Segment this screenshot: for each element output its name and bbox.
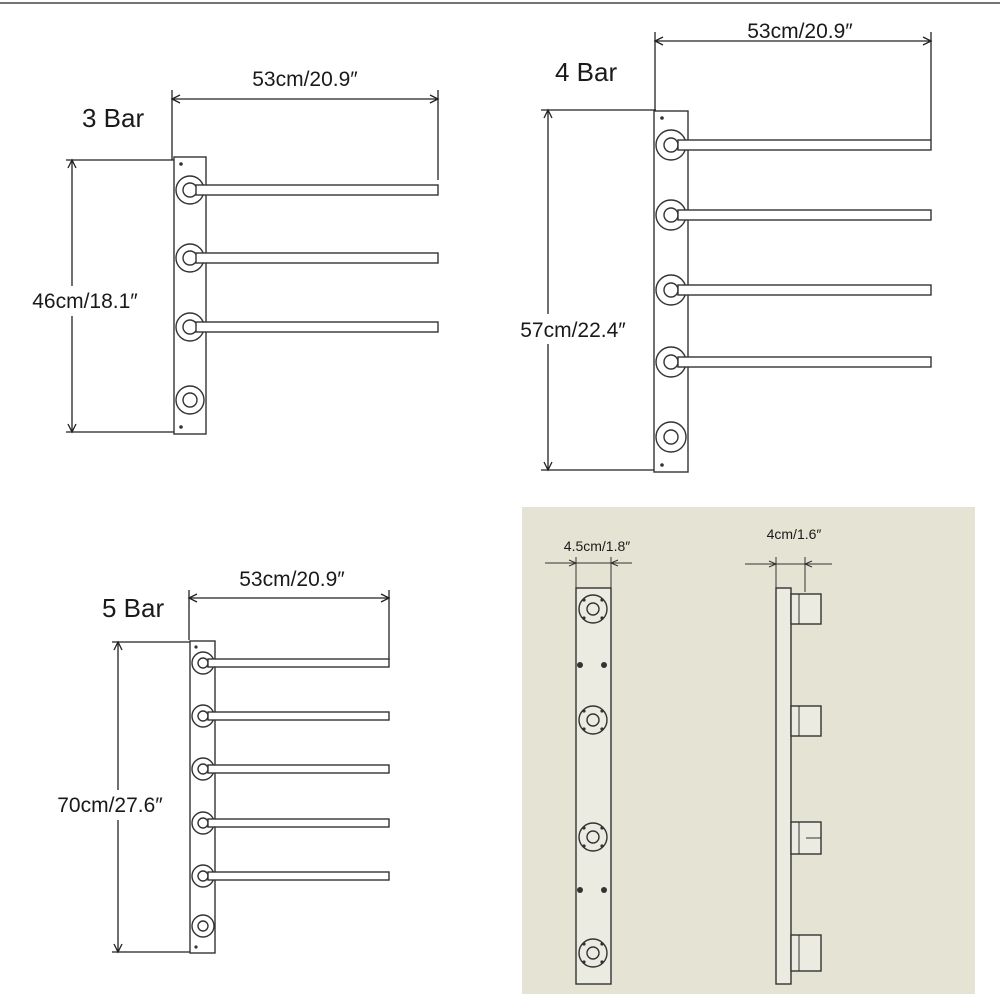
mount-hub <box>175 175 439 205</box>
mount-flange <box>578 594 608 624</box>
three-bar-variant: 3 Bar 53cm/20.9″ 46cm/18.1″ <box>10 68 440 435</box>
mount-flange <box>578 938 608 968</box>
side-connector <box>790 821 822 855</box>
four-bar-height-dimension: 57cm/22.4″ <box>500 108 656 472</box>
mount-hub <box>191 811 390 835</box>
mount-hub <box>655 274 932 306</box>
mount-flange <box>578 705 608 735</box>
four-bar-width-label: 53cm/20.9″ <box>747 20 853 43</box>
three-bar-rack-drawing <box>173 156 439 435</box>
mount-hub <box>191 914 215 938</box>
three-bar-width-dimension: 53cm/20.9″ <box>170 68 440 180</box>
five-bar-height-label: 70cm/27.6″ <box>57 794 163 817</box>
mount-hub <box>655 421 687 453</box>
five-bar-height-dimension: 70cm/27.6″ <box>38 640 191 954</box>
mount-hub <box>175 243 439 273</box>
mount-hub <box>175 385 205 415</box>
five-bar-width-dimension: 53cm/20.9″ <box>187 568 391 660</box>
three-bar-height-dimension: 46cm/18.1″ <box>10 158 176 434</box>
side-depth-label: 4cm/1.6″ <box>767 526 822 542</box>
mount-hub <box>655 129 932 161</box>
five-bar-title: 5 Bar <box>102 593 164 623</box>
mount-hub <box>191 704 390 728</box>
four-bar-width-dimension: 53cm/20.9″ <box>653 20 933 140</box>
mount-hub <box>175 312 439 342</box>
detail-panel: 4.5cm/1.8″ <box>522 507 975 994</box>
front-view-plate <box>575 587 612 985</box>
three-bar-title: 3 Bar <box>82 103 144 133</box>
five-bar-variant: 5 Bar 53cm/20.9″ 70cm/27.6″ <box>38 568 391 954</box>
mount-hub <box>655 346 932 378</box>
four-bar-variant: 4 Bar 53cm/20.9″ 57cm/22.4″ <box>500 20 933 473</box>
four-bar-height-label: 57cm/22.4″ <box>520 319 626 342</box>
five-bar-width-label: 53cm/20.9″ <box>239 568 345 591</box>
front-width-label: 4.5cm/1.8″ <box>564 538 630 554</box>
mount-hub <box>191 757 390 781</box>
mount-hub <box>191 864 390 888</box>
side-depth-dimension: 4cm/1.6″ <box>745 526 832 592</box>
side-view-plate <box>775 587 822 985</box>
side-connector <box>790 934 822 972</box>
three-bar-width-label: 53cm/20.9″ <box>252 68 358 91</box>
five-bar-rack-drawing <box>189 640 390 954</box>
side-connector <box>790 593 822 625</box>
mount-hub <box>191 651 390 675</box>
four-bar-title: 4 Bar <box>555 57 617 87</box>
side-connector <box>790 705 822 737</box>
mount-flange <box>578 822 608 852</box>
mount-hub <box>655 199 932 231</box>
three-bar-height-label: 46cm/18.1″ <box>32 290 138 313</box>
front-width-dimension: 4.5cm/1.8″ <box>545 538 632 588</box>
four-bar-rack-drawing <box>653 110 932 473</box>
